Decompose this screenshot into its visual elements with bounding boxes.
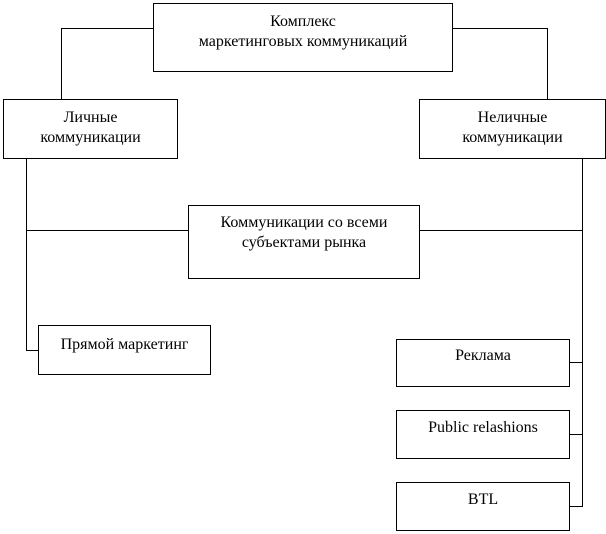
btl-label: BTL: [467, 491, 499, 508]
connector-root-left-down: [61, 28, 63, 99]
personal-communications-box: Личные коммуникации: [3, 99, 178, 159]
connector-direct-marketing: [26, 350, 38, 352]
nonpersonal-line1: Неличные: [477, 109, 548, 126]
direct-marketing-label: Прямой маркетинг: [60, 336, 189, 353]
btl-box: BTL: [396, 482, 570, 531]
connector-personal-trunk: [26, 158, 28, 351]
direct-marketing-box: Прямой маркетинг: [38, 325, 211, 375]
nonpersonal-communications-box: Неличные коммуникации: [419, 99, 606, 159]
root-line2: маркетинговых коммуникаций: [198, 33, 408, 50]
all-subjects-box: Коммуникации со всеми субъектами рынка: [188, 205, 420, 279]
public-relations-box: Public relashions: [396, 410, 570, 459]
personal-line2: коммуникации: [40, 129, 141, 146]
advertising-box: Реклама: [396, 339, 570, 387]
connector-root-right-down: [547, 28, 549, 99]
root-box: Комплекс маркетинговых коммуникаций: [153, 3, 453, 72]
connector-nonpersonal-trunk: [582, 158, 584, 507]
public-relations-label: Public relashions: [428, 419, 538, 436]
connector-btl: [569, 506, 583, 508]
personal-line1: Личные: [63, 109, 118, 126]
connector-root-right: [451, 28, 548, 30]
root-line1: Комплекс: [270, 13, 336, 30]
connector-advertising: [569, 362, 583, 364]
connector-all-subjects-left: [26, 230, 188, 232]
advertising-label: Реклама: [455, 347, 511, 364]
connector-pr: [569, 434, 583, 436]
all-subjects-line2: субъектами рынка: [241, 234, 367, 251]
connector-root-left: [61, 28, 154, 30]
all-subjects-line1: Коммуникации со всеми: [220, 214, 388, 231]
nonpersonal-line2: коммуникации: [462, 129, 563, 146]
connector-all-subjects-right: [420, 230, 583, 232]
